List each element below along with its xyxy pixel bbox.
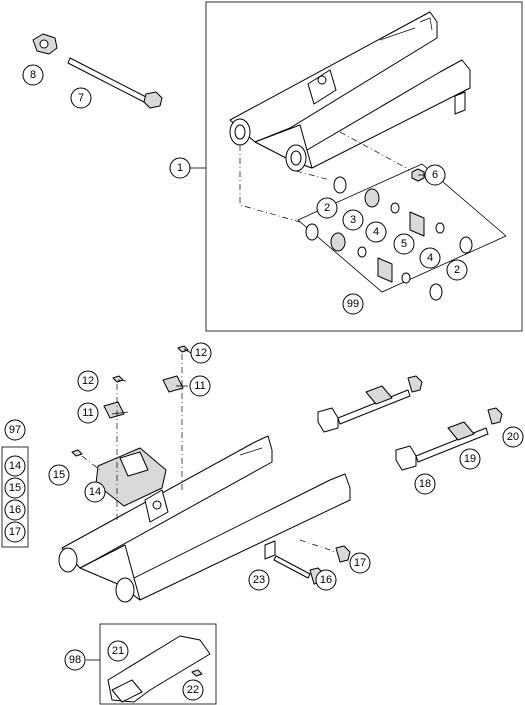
svg-text:22: 22 xyxy=(187,684,199,696)
svg-text:16: 16 xyxy=(9,504,21,516)
lower-swingarm xyxy=(58,435,351,603)
swingarm-frame-box xyxy=(205,1,523,332)
callout-2a: 2 xyxy=(316,197,338,219)
callout-17: 17 xyxy=(349,552,371,574)
callout-97-14: 14 xyxy=(4,455,26,477)
part-11-slider-b xyxy=(162,375,184,393)
kit-98-frame xyxy=(99,623,217,705)
callout-20: 20 xyxy=(502,426,524,448)
svg-text:11: 11 xyxy=(194,380,205,392)
part-15-screw xyxy=(71,449,101,471)
svg-text:14: 14 xyxy=(89,486,101,498)
svg-text:6: 6 xyxy=(432,169,438,181)
callout-97-17: 17 xyxy=(4,521,26,543)
callout-99: 99 xyxy=(342,293,364,315)
svg-text:97: 97 xyxy=(9,424,21,436)
callout-98: 98 xyxy=(64,649,86,671)
part-21-chain-guard xyxy=(107,635,211,703)
svg-text:98: 98 xyxy=(69,654,81,666)
svg-text:2: 2 xyxy=(324,202,330,214)
bearing-kit-frame xyxy=(297,163,507,293)
part-1-swingarm xyxy=(229,11,471,172)
callout-97: 97 xyxy=(4,419,26,441)
part-7-axle xyxy=(67,57,163,109)
callout-4b: 4 xyxy=(419,247,441,269)
svg-text:12: 12 xyxy=(82,375,94,387)
svg-text:15: 15 xyxy=(53,469,65,481)
svg-text:23: 23 xyxy=(253,574,265,586)
callout-12b: 12 xyxy=(190,342,212,364)
svg-text:20: 20 xyxy=(507,431,519,443)
callout-21: 21 xyxy=(107,640,129,662)
callout-3: 3 xyxy=(342,209,364,231)
part-11-slider-a xyxy=(103,401,125,419)
callout-11b: 11 xyxy=(189,375,211,397)
part-14-chain-guide xyxy=(95,447,167,507)
callout-23: 23 xyxy=(248,569,270,591)
svg-text:7: 7 xyxy=(78,92,84,104)
callout-8: 8 xyxy=(22,64,44,86)
bearing-kit-parts xyxy=(305,176,473,301)
part-18-chain-adjuster xyxy=(317,375,423,433)
callout-97-16: 16 xyxy=(4,499,26,521)
svg-text:4: 4 xyxy=(427,252,433,264)
callout-14: 14 xyxy=(84,481,106,503)
svg-text:2: 2 xyxy=(454,264,460,276)
part-20-nut xyxy=(487,407,503,425)
callout-15: 15 xyxy=(48,464,70,486)
part-12-screw-b xyxy=(177,345,189,490)
callout-19: 19 xyxy=(459,448,481,470)
svg-text:15: 15 xyxy=(9,482,21,494)
callout-1: 1 xyxy=(169,157,191,179)
callout-4a: 4 xyxy=(365,221,387,243)
callout-6: 6 xyxy=(424,164,446,186)
callout-5: 5 xyxy=(393,233,415,255)
svg-text:16: 16 xyxy=(320,574,332,586)
svg-text:11: 11 xyxy=(82,407,93,419)
callout-16: 16 xyxy=(315,569,337,591)
svg-text:17: 17 xyxy=(9,526,21,538)
svg-text:4: 4 xyxy=(373,226,379,238)
svg-text:8: 8 xyxy=(30,69,36,81)
callout-12a: 12 xyxy=(77,370,99,392)
callout-7: 7 xyxy=(70,87,92,109)
svg-text:12: 12 xyxy=(195,347,207,359)
svg-text:19: 19 xyxy=(464,453,476,465)
part-17-nut xyxy=(299,539,351,563)
callout-2b: 2 xyxy=(446,259,468,281)
svg-text:3: 3 xyxy=(350,214,356,226)
part-22-screw xyxy=(191,669,203,677)
svg-text:99: 99 xyxy=(347,298,359,310)
svg-text:21: 21 xyxy=(112,645,124,657)
svg-text:17: 17 xyxy=(354,557,366,569)
svg-text:1: 1 xyxy=(177,162,183,174)
callout-18: 18 xyxy=(414,473,436,495)
kit-97-frame xyxy=(1,446,29,548)
callout-97-15: 15 xyxy=(4,477,26,499)
part-19-adjuster xyxy=(395,421,489,471)
svg-text:18: 18 xyxy=(419,478,431,490)
part-23-bolt xyxy=(273,555,311,579)
svg-text:14: 14 xyxy=(9,460,21,472)
svg-text:5: 5 xyxy=(401,238,407,250)
callout-22: 22 xyxy=(182,679,204,701)
callout-11a: 11 xyxy=(77,402,99,424)
part-8-bracket xyxy=(32,33,58,55)
